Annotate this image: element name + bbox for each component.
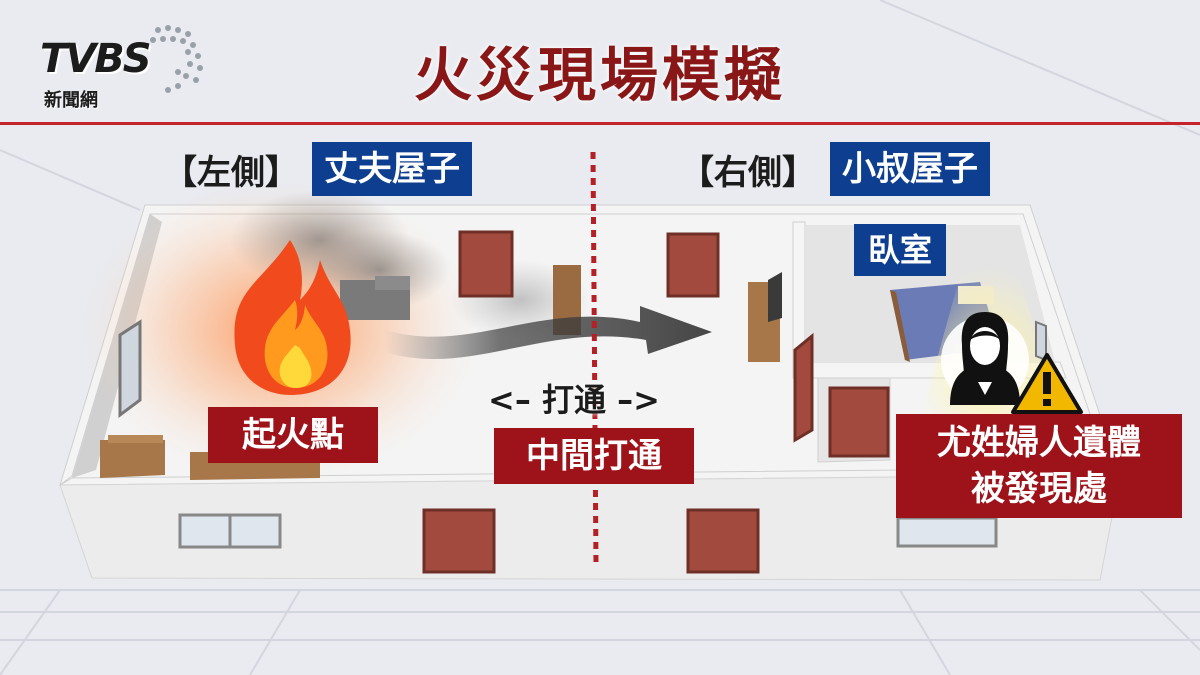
right-side-tag: 小叔屋子 [830, 142, 990, 196]
front-wall [59, 474, 1121, 581]
arrow-right-icon [385, 306, 712, 360]
door-side [793, 332, 814, 443]
sofa-back [375, 276, 410, 290]
warning-icon [1011, 353, 1083, 414]
tvbs-logo: TVBS 新聞網 [30, 20, 220, 115]
left-side-tag: 丈夫屋子 [312, 142, 472, 196]
left-side-bracket: 【左側】 [163, 153, 299, 193]
victim-label-line2: 被發現處 [971, 469, 1107, 509]
bedroom-window [1035, 320, 1047, 362]
logo-subtitle: 新聞網 [44, 90, 98, 111]
middle-label: 中間打通 [494, 428, 694, 484]
through-label: <– 打通 –> [488, 381, 660, 419]
tv [768, 272, 782, 322]
door-back-right [666, 232, 720, 298]
right-side-bracket: 【右側】 [680, 153, 816, 193]
fire-icon [234, 240, 351, 395]
fire-point-label: 起火點 [208, 407, 378, 463]
bed-frame [890, 290, 910, 362]
front-window-right [896, 516, 998, 548]
logo-brand: TVBS [40, 36, 152, 82]
logo-dots-icon [150, 25, 203, 93]
door-back-left [458, 230, 514, 298]
front-door-left [422, 508, 496, 574]
table-top-left [108, 435, 163, 443]
table-left [100, 440, 165, 478]
header-rule [0, 122, 1200, 125]
door-partition [828, 386, 890, 458]
victim-label-line1: 尤姓婦人遺體 [937, 423, 1141, 463]
page-title: 火災現場模擬 [413, 41, 786, 109]
center-divider [590, 151, 599, 566]
bedroom-label: 臥室 [854, 224, 947, 276]
woman-avatar-icon [941, 312, 1029, 405]
front-door-right [686, 508, 760, 574]
left-window [118, 319, 142, 418]
victim-location-label: 尤姓婦人遺體 被發現處 [896, 414, 1182, 518]
